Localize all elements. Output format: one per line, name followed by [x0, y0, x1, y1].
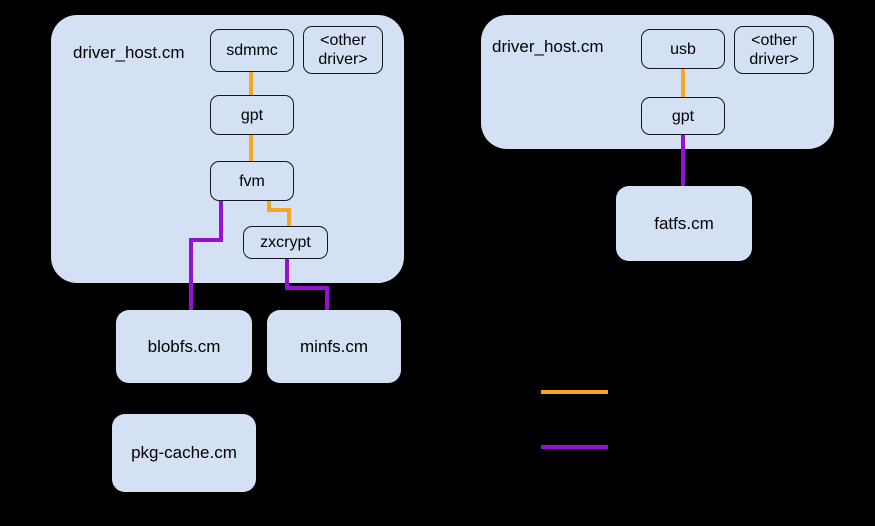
- component-blobfs[interactable]: blobfs.cm: [116, 310, 252, 383]
- edge-fvm-to-zxcrypt-h: [267, 208, 291, 212]
- edge-zxcrypt-to-minfs-v2: [325, 286, 329, 316]
- component-fatfs-label: fatfs.cm: [654, 213, 714, 233]
- group-right-driver-host-label: driver_host.cm: [492, 37, 604, 56]
- component-blobfs-label: blobfs.cm: [147, 336, 221, 356]
- component-minfs[interactable]: minfs.cm: [267, 310, 401, 383]
- node-gpt-right-label: gpt: [671, 107, 695, 125]
- edge-sdmmc-to-gpt: [249, 70, 253, 100]
- node-sdmmc-label: sdmmc: [226, 42, 278, 59]
- component-fatfs[interactable]: fatfs.cm: [616, 186, 752, 261]
- node-other-driver-left[interactable]: <other driver>: [303, 26, 383, 74]
- edge-gpt-to-fvm: [249, 131, 253, 166]
- node-zxcrypt-label: zxcrypt: [260, 234, 311, 251]
- legend-swatch-purple: [541, 445, 608, 449]
- node-gpt-left[interactable]: gpt: [210, 95, 294, 135]
- edge-fvm-to-zxcrypt-v1: [267, 198, 271, 212]
- node-sdmmc[interactable]: sdmmc: [210, 29, 294, 72]
- node-gpt-left-label: gpt: [240, 106, 264, 124]
- node-other-driver-right-label: <other driver>: [749, 32, 799, 68]
- edge-usb-to-gpt: [681, 67, 685, 100]
- edge-fvm-to-blobfs-v2: [189, 238, 193, 316]
- component-minfs-label: minfs.cm: [300, 336, 368, 356]
- edge-fvm-to-blobfs-v1: [219, 198, 223, 242]
- edge-zxcrypt-to-minfs-v1: [285, 256, 289, 290]
- node-gpt-right[interactable]: gpt: [641, 97, 725, 135]
- node-fvm[interactable]: fvm: [210, 161, 294, 201]
- edge-zxcrypt-to-minfs-h: [285, 286, 329, 290]
- node-other-driver-right[interactable]: <other driver>: [734, 26, 814, 74]
- node-usb-label: usb: [670, 40, 696, 58]
- node-zxcrypt[interactable]: zxcrypt: [243, 226, 328, 259]
- legend-swatch-orange: [541, 390, 608, 394]
- node-fvm-label: fvm: [239, 172, 265, 190]
- component-pkg-cache[interactable]: pkg-cache.cm: [112, 414, 256, 492]
- group-left-driver-host-label: driver_host.cm: [73, 43, 185, 62]
- edge-fvm-to-zxcrypt-v2: [287, 208, 291, 228]
- node-usb[interactable]: usb: [641, 29, 725, 69]
- node-other-driver-left-label: <other driver>: [318, 32, 368, 68]
- edge-fvm-to-blobfs-h: [189, 238, 223, 242]
- component-pkg-cache-label: pkg-cache.cm: [131, 443, 237, 462]
- edge-gpt-to-fatfs: [681, 132, 685, 190]
